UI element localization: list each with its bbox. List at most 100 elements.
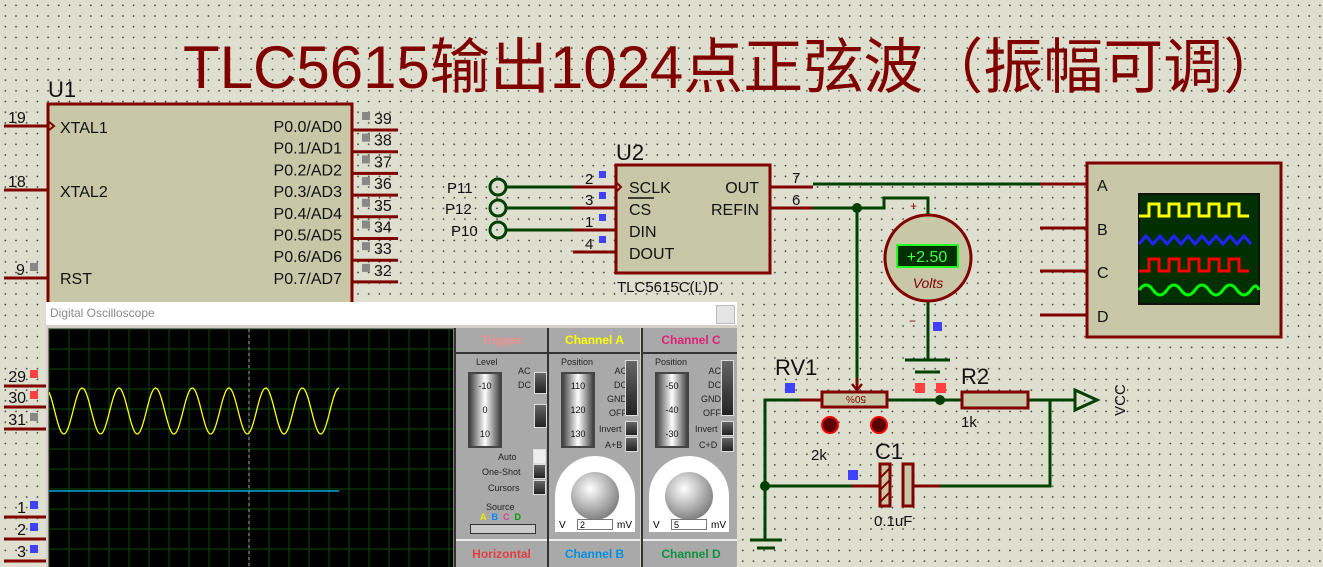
channel-a-position-drum[interactable]: 110 120 130 [561, 372, 595, 448]
drum-tick: -40 [665, 405, 679, 415]
channel-a-trace [48, 387, 340, 435]
drum-tick: -50 [665, 381, 679, 391]
channel-c-mode-switch[interactable] [721, 360, 734, 416]
unit-mv: mV [711, 520, 726, 531]
pin-label: P0.6/AD6 [274, 249, 343, 266]
pin-label: XTAL2 [60, 184, 108, 201]
channel-label: D [1097, 309, 1109, 326]
capacitor-c1[interactable]: C1 0.1uF [848, 439, 940, 530]
channel-a-mode-switch[interactable] [625, 360, 638, 416]
scope-display [48, 328, 454, 567]
trigger-panel: Trigger Level -10 0 10 AC DC Auto One-Sh… [454, 328, 547, 567]
pin-num: 36 [374, 176, 392, 193]
pin-label: P0.5/AD5 [274, 228, 343, 245]
channel-d-header: Channel D [643, 539, 737, 567]
auto-button[interactable] [533, 449, 546, 464]
vcc-terminal[interactable]: VCC [1073, 384, 1129, 416]
mode-off: OFF [703, 408, 721, 418]
coupling-switch[interactable] [534, 372, 547, 394]
channel-a-invert-button[interactable] [625, 421, 638, 436]
terminal-p10: P10 [451, 223, 478, 240]
terminal-p11: P11 [447, 180, 473, 197]
invert-label: Invert [599, 424, 622, 434]
one-shot-button[interactable] [533, 464, 546, 479]
increase-button[interactable] [870, 416, 888, 434]
r2-ref: R2 [961, 364, 989, 389]
voltmeter-reading: +2.50 [907, 249, 948, 266]
pin-num: 18 [8, 174, 26, 191]
mode-dc: DC [614, 380, 627, 390]
drum-tick: 130 [570, 429, 586, 439]
u1-right-pins: 39P0.0/AD038P0.1/AD137P0.2/AD236P0.3/AD3… [274, 111, 398, 288]
trigger-level-drum[interactable]: -10 0 10 [468, 372, 502, 448]
unit-v: V [559, 520, 566, 531]
resistor-r2[interactable]: R2 1k [960, 364, 1030, 431]
channel-a-header: Channel A [549, 328, 640, 354]
pin-label: REFIN [711, 202, 759, 219]
channel-a-scale-knob[interactable]: V mV [555, 456, 635, 532]
channel-a-scale-input[interactable] [577, 519, 613, 530]
pin-label: DOUT [629, 246, 675, 263]
pin-label: P0.7/AD7 [274, 271, 343, 288]
window-titlebar[interactable]: Digital Oscilloscope [46, 302, 737, 325]
pin-num: 3 [17, 544, 26, 561]
edge-switch[interactable] [534, 404, 547, 428]
pin-num: 32 [374, 263, 392, 280]
source-slider[interactable] [470, 524, 536, 534]
channel-c-scale-knob[interactable]: V mV [649, 456, 729, 532]
potentiometer-rv1[interactable]: RV1 50% 2k [775, 355, 889, 464]
u2-body[interactable] [614, 163, 772, 275]
pin-label: P0.3/AD3 [274, 184, 343, 201]
terminal-p12: P12 [445, 201, 472, 218]
c-plus-d-label: C+D [699, 440, 718, 450]
decrease-button[interactable] [821, 416, 839, 434]
channel-label: B [1097, 222, 1108, 239]
position-label: Position [655, 357, 688, 367]
channel-c-scale-input[interactable] [671, 519, 707, 530]
mode-ac: AC [708, 366, 721, 376]
u1-ref: U1 [48, 77, 76, 102]
virtual-oscilloscope[interactable]: A B C D [1040, 161, 1283, 339]
position-label: Position [561, 357, 594, 367]
cursors-label: Cursors [488, 483, 520, 493]
unit-v: V [653, 520, 660, 531]
channel-label: A [1097, 178, 1108, 195]
drum-tick: -30 [665, 429, 679, 439]
r2-value: 1k [961, 414, 977, 431]
cursors-button[interactable] [533, 480, 546, 495]
pin-label: CS [629, 202, 651, 219]
pin-num: 29 [8, 369, 26, 386]
c-plus-d-button[interactable] [721, 437, 734, 452]
source-c: C [503, 512, 510, 522]
pin-num: 39 [374, 111, 392, 128]
mode-off: OFF [609, 408, 627, 418]
channel-c-panel: Channel C Position -50 -40 -30 AC DC GND… [641, 328, 737, 567]
pin-num: 31 [8, 412, 26, 429]
a-plus-b-button[interactable] [625, 437, 638, 452]
mode-ac: AC [614, 366, 627, 376]
one-shot-label: One-Shot [482, 467, 521, 477]
pin-label: P0.4/AD4 [274, 206, 343, 223]
pin-num: 6 [792, 192, 800, 209]
plus-sign: + [910, 199, 917, 213]
drum-tick: 110 [570, 381, 586, 391]
pin-num: 9 [16, 262, 25, 279]
digital-oscilloscope-window[interactable]: Digital Oscilloscope Trigger Level -10 0… [46, 302, 737, 567]
window-title: Digital Oscilloscope [50, 306, 155, 320]
channel-c-invert-button[interactable] [721, 421, 734, 436]
channel-c-position-drum[interactable]: -50 -40 -30 [655, 372, 689, 448]
close-button[interactable] [716, 305, 735, 324]
wires [750, 182, 1075, 550]
mode-gnd: GND [607, 394, 627, 404]
invert-label: Invert [695, 424, 718, 434]
c1-value: 0.1uF [874, 513, 912, 530]
voltmeter-unit: Volts [913, 275, 944, 291]
drum-tick: 10 [479, 429, 490, 439]
u2-ref: U2 [616, 140, 644, 165]
terminals[interactable] [488, 177, 573, 240]
voltmeter[interactable]: +2.50 Volts + − [883, 199, 973, 331]
pin-num: 7 [792, 170, 800, 187]
mode-dc: DC [708, 380, 721, 390]
vcc-label: VCC [1112, 384, 1129, 416]
